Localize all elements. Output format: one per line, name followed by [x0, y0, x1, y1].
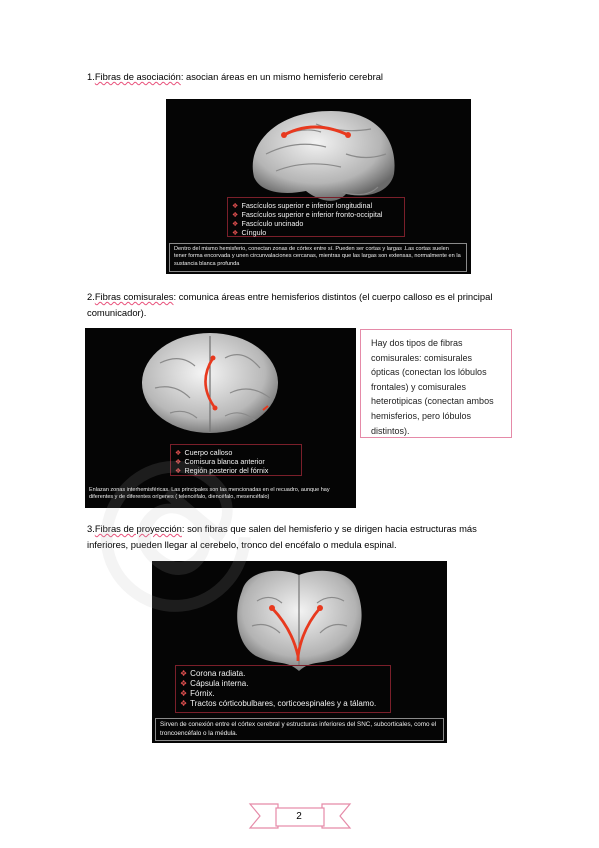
section-3-heading: 3.Fibras de proyección: son fibras que s…: [87, 521, 507, 553]
projection-fibers-caption: Sirven de conexión entre el córtex cereb…: [155, 718, 444, 741]
page-ribbon: [248, 803, 352, 829]
brain-lateral-image: [252, 111, 395, 201]
commissural-note-box: Hay dos tipos de fibras comisurales: com…: [360, 329, 512, 438]
section-term: Fibras comisurales: [94, 291, 174, 302]
section-2-heading: 2.Fibras comisurales: comunica áreas ent…: [87, 289, 507, 321]
list-item: ❖Fórnix.: [180, 689, 215, 698]
list-item: ❖Fascículos superior e inferior longitud…: [232, 201, 373, 210]
association-fibers-caption: Dentro del mismo hemisferio, conectan zo…: [169, 243, 467, 272]
commissural-fibers-list: ❖Cuerpo calloso ❖Comisura blanca anterio…: [170, 444, 302, 476]
list-item: ❖Fascículo uncinado: [232, 219, 304, 228]
section-desc: : son fibras que salen del hemisferio y …: [87, 523, 477, 550]
list-item: ❖Cuerpo calloso: [175, 448, 233, 457]
section-term: Fibras de proyección: [94, 523, 182, 534]
list-item: ❖Cíngulo: [232, 228, 267, 237]
brain-coronal-image: [237, 570, 362, 671]
projection-fibers-list: ❖Corona radiata. ❖Cápsula interna. ❖Fórn…: [175, 665, 391, 713]
section-1-heading: 1.Fibras de asociación: asocian áreas en…: [87, 69, 507, 85]
brain-superior-image: [142, 333, 278, 433]
note-text: Hay dos tipos de fibras comisurales: com…: [371, 338, 494, 436]
list-item: ❖Región posterior del fórnix: [175, 466, 269, 475]
section-number: 1.: [87, 71, 95, 82]
list-item: ❖Cápsula interna.: [180, 679, 249, 688]
page-number: 2: [296, 811, 302, 822]
section-term: Fibras de asociación: [94, 71, 181, 82]
section-number: 2.: [87, 291, 95, 302]
commissural-fibers-caption: Enlazan zonas interhemisféricas. Las pri…: [89, 487, 330, 501]
list-item: ❖Fascículos superior e inferior fronto-o…: [232, 210, 383, 219]
list-item: ❖Comisura blanca anterior: [175, 457, 265, 466]
association-fibers-list: ❖Fascículos superior e inferior longitud…: [227, 197, 405, 237]
list-item: ❖Corona radiata.: [180, 669, 246, 678]
projection-fibers-figure: ❖Corona radiata. ❖Cápsula interna. ❖Fórn…: [152, 561, 447, 743]
list-item: ❖Tractos córticobulbares, corticoespinal…: [180, 699, 377, 708]
section-desc: : asocian áreas en un mismo hemisferio c…: [180, 71, 383, 82]
section-number: 3.: [87, 523, 95, 534]
commissural-fibers-figure: ❖Cuerpo calloso ❖Comisura blanca anterio…: [85, 328, 356, 508]
association-fibers-figure: ❖Fascículos superior e inferior longitud…: [166, 99, 471, 274]
section-desc: : comunica áreas entre hemisferios disti…: [87, 291, 493, 318]
